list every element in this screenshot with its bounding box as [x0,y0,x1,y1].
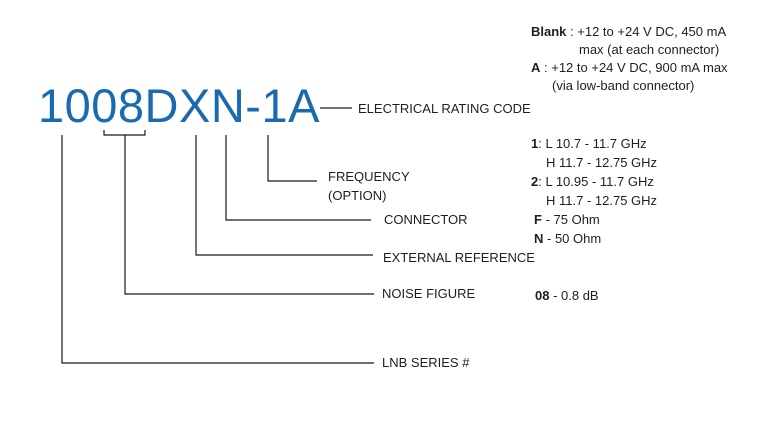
frequency-label: FREQUENCY [328,169,410,184]
part-number-code: 1008DXN-1A [38,79,320,132]
noise-option-08: 08 - 0.8 dB [535,286,599,305]
option-key: 08 [535,288,550,303]
electrical-option-a-cont: (via low-band connector) [552,78,695,93]
series-leader-line [61,135,374,364]
frequency-leader-line [267,135,317,182]
option-text: - 0.8 dB [549,288,599,303]
noise-bracket [103,130,146,136]
connector-option-f: F - 75 Ohm [534,210,600,229]
frequency-option-1-cont: H 11.7 - 12.75 GHz [546,155,658,170]
option-text: L 10.7 - 11.7 GHz [545,136,647,151]
noise-figure-label: NOISE FIGURE [382,286,476,301]
frequency-option-1: 1: L 10.7 - 11.7 GHz [531,136,647,151]
noise-leader-line [124,135,374,295]
electrical-option-blank-cont: max (at each connector) [579,42,720,57]
option-key: 1 [531,136,539,151]
option-key: N [534,231,544,246]
external-reference-label: EXTERNAL REFERENCE [383,250,535,265]
external-leader-line [195,135,373,256]
electrical-rating-label: ELECTRICAL RATING CODE [358,101,531,116]
option-text: - 50 Ohm [543,231,602,246]
frequency-option-2: 2: L 10.95 - 11.7 GHz [531,174,654,189]
option-key: Blank [531,24,567,39]
electrical-option-blank: Blank : +12 to +24 V DC, 450 mA [531,24,727,39]
option-key: F [534,212,542,227]
option-text: +12 to +24 V DC, 900 mA max [551,60,728,75]
option-text: +12 to +24 V DC, 450 mA [577,24,727,39]
option-key: 2 [531,174,539,189]
option-text: L 10.95 - 11.7 GHz [545,174,654,189]
option-text: - 75 Ohm [541,212,600,227]
connector-label: CONNECTOR [384,212,468,227]
connector-option-n: N - 50 Ohm [534,229,601,248]
lnb-series-label: LNB SERIES # [382,355,470,370]
electrical-option-a: A : +12 to +24 V DC, 900 mA max [531,60,728,75]
connector-leader-line [225,135,371,221]
frequency-option-2-cont: H 11.7 - 12.75 GHz [546,193,658,208]
option-key: A [531,60,541,75]
frequency-option-label: (OPTION) [328,188,387,203]
